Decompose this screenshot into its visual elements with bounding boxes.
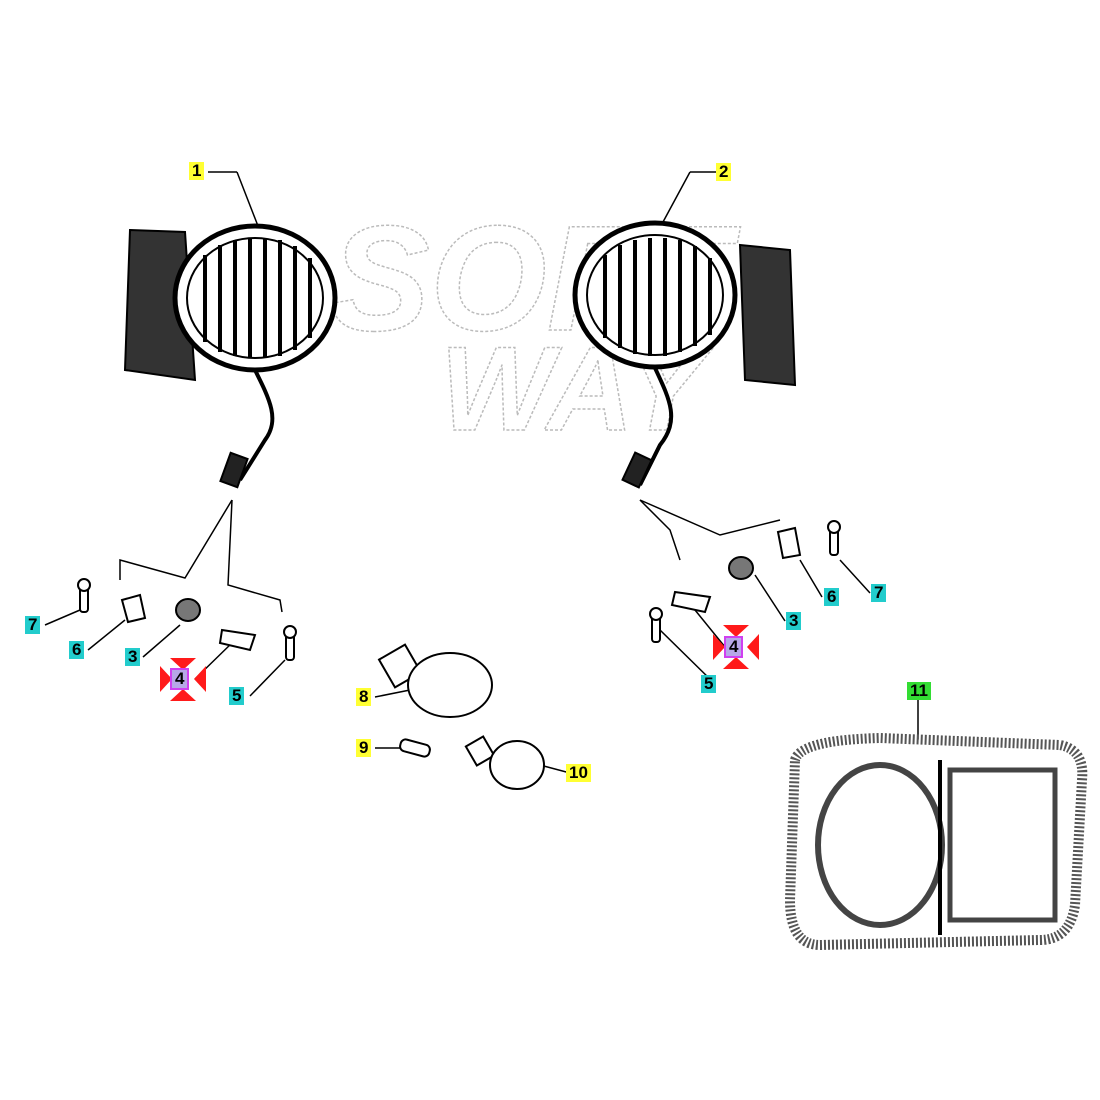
callout-4-selected[interactable]: 4 bbox=[723, 636, 744, 658]
callout-11[interactable]: 11 bbox=[907, 682, 931, 700]
selection-arrows-right bbox=[713, 625, 759, 669]
callout-5[interactable]: 5 bbox=[229, 687, 245, 705]
callout-10[interactable]: 10 bbox=[566, 764, 591, 782]
callout-4-selected[interactable]: 4 bbox=[169, 668, 190, 690]
bulb-large[interactable] bbox=[377, 643, 493, 718]
headlight-right[interactable] bbox=[572, 171, 797, 489]
callout-3[interactable]: 3 bbox=[786, 612, 802, 630]
callout-3[interactable]: 3 bbox=[125, 648, 141, 666]
small-parts-right bbox=[649, 520, 841, 643]
callout-2[interactable]: 2 bbox=[716, 163, 732, 181]
callout-1[interactable]: 1 bbox=[189, 162, 205, 180]
callout-6[interactable]: 6 bbox=[69, 641, 85, 659]
leader-lines-left bbox=[44, 499, 919, 774]
callout-5[interactable]: 5 bbox=[701, 675, 717, 693]
callout-9[interactable]: 9 bbox=[356, 739, 372, 757]
bulb-small[interactable] bbox=[399, 738, 431, 758]
callout-8[interactable]: 8 bbox=[356, 688, 372, 706]
callout-7[interactable]: 7 bbox=[871, 584, 887, 602]
headlight-left[interactable] bbox=[123, 171, 338, 489]
bulb-medium[interactable] bbox=[464, 735, 545, 790]
selection-arrows-left bbox=[160, 658, 206, 701]
callout-7[interactable]: 7 bbox=[25, 616, 41, 634]
headlight-housing[interactable] bbox=[784, 732, 1088, 951]
callout-6[interactable]: 6 bbox=[824, 588, 840, 606]
small-parts-left bbox=[77, 578, 297, 661]
